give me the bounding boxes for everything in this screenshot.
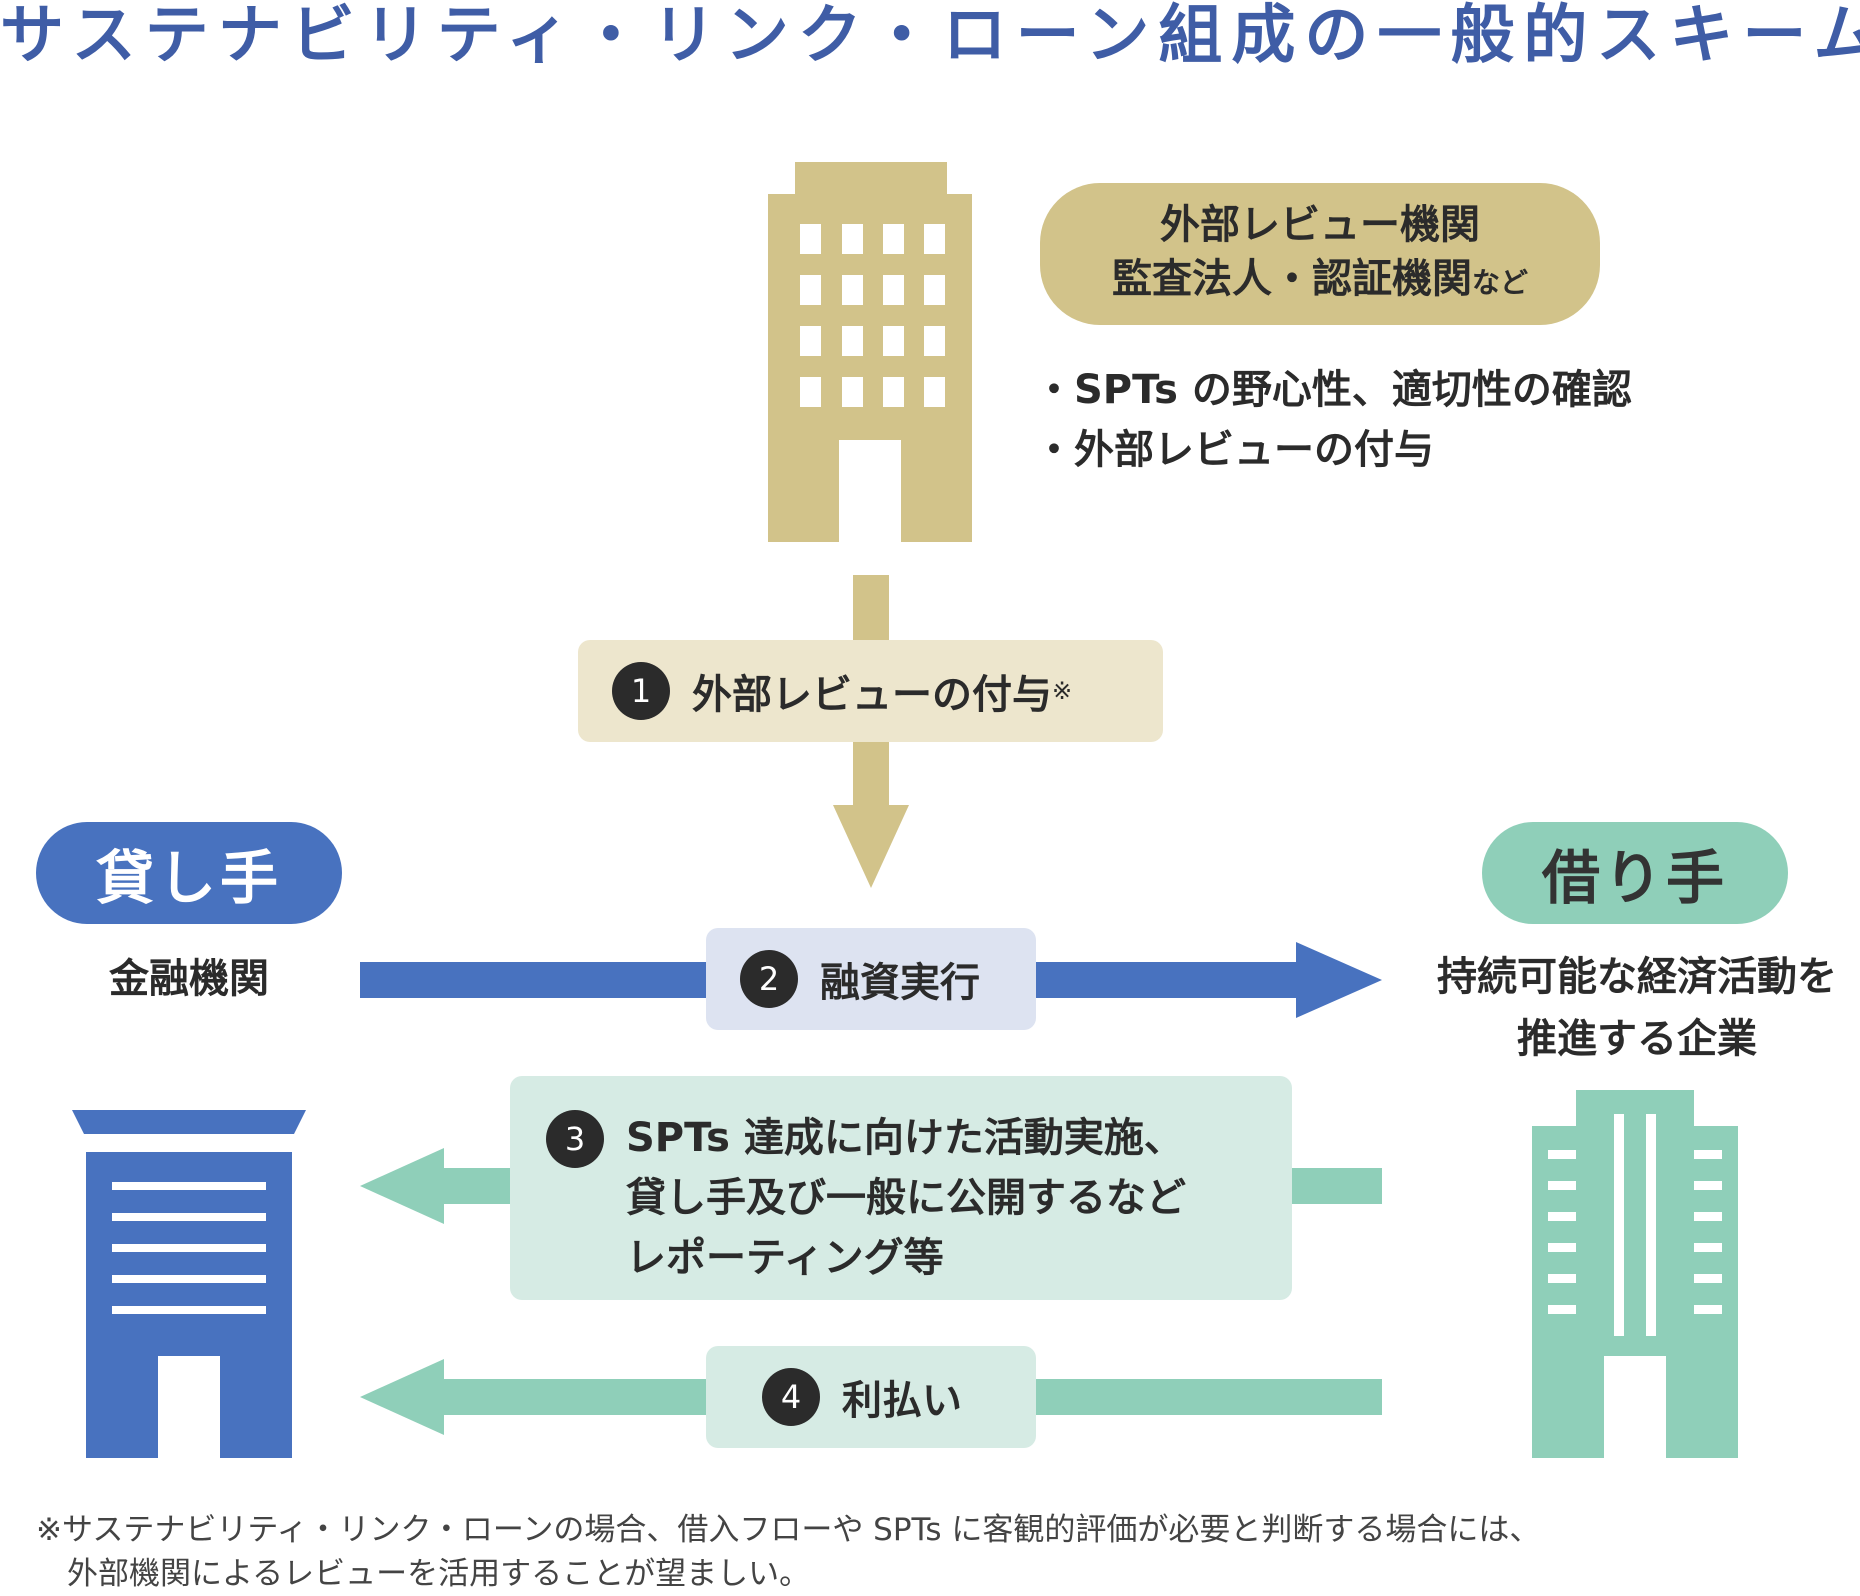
borrower-description: 持続可能な経済活動を 推進する企業 xyxy=(1437,954,1837,1062)
external-review-line2-main: 監査法人・認証機関 xyxy=(1111,256,1472,302)
bullet-item: 外部レビューの付与 xyxy=(1034,420,1632,480)
step-4-box: 4 利払い xyxy=(706,1346,1036,1448)
external-review-line1: 外部レビュー機関 xyxy=(1160,202,1480,248)
external-review-line2-small: など xyxy=(1471,266,1528,299)
footnote: ※サステナビリティ・リンク・ローンの場合、借入フローや SPTs に客観的評価が… xyxy=(36,1512,1541,1592)
external-review-building-icon xyxy=(768,162,972,542)
page-title: サステナビリティ・リンク・ローン組成の一般的スキーム xyxy=(0,0,1860,73)
external-review-bullets: SPTs の野心性、適切性の確認 外部レビューの付与 xyxy=(1034,360,1632,480)
bullet-item: SPTs の野心性、適切性の確認 xyxy=(1034,360,1632,420)
step-1-label: 外部レビューの付与 xyxy=(692,672,1052,718)
borrower-badge: 借り手 xyxy=(1482,822,1788,924)
step-1-box: 1 外部レビューの付与※ xyxy=(578,640,1163,742)
external-review-line2: 監査法人・認証機関など xyxy=(1112,252,1528,310)
lender-building-icon xyxy=(72,1110,306,1458)
step-3-label: SPTs 達成に向けた活動実施、 貸し手及び一般に公開するなど レポーティング等 xyxy=(626,1115,1186,1281)
step-number-badge: 2 xyxy=(740,950,798,1008)
lender-description: 金融機関 xyxy=(109,956,269,1002)
step-2-label: 融資実行 xyxy=(820,960,980,1006)
lender-badge: 貸し手 xyxy=(36,822,342,924)
borrower-building-icon xyxy=(1532,1090,1738,1458)
step-number-badge: 3 xyxy=(546,1110,604,1168)
step-2-box: 2 融資実行 xyxy=(706,928,1036,1030)
step-number-badge: 4 xyxy=(762,1368,820,1426)
step-4-label: 利払い xyxy=(842,1378,962,1424)
step-number-badge: 1 xyxy=(612,662,670,720)
step-3-box: 3 SPTs 達成に向けた活動実施、 貸し手及び一般に公開するなど レポーティン… xyxy=(510,1076,1292,1300)
step-1-note-mark: ※ xyxy=(1052,677,1073,705)
external-review-badge: 外部レビュー機関 監査法人・認証機関など xyxy=(1040,183,1600,325)
